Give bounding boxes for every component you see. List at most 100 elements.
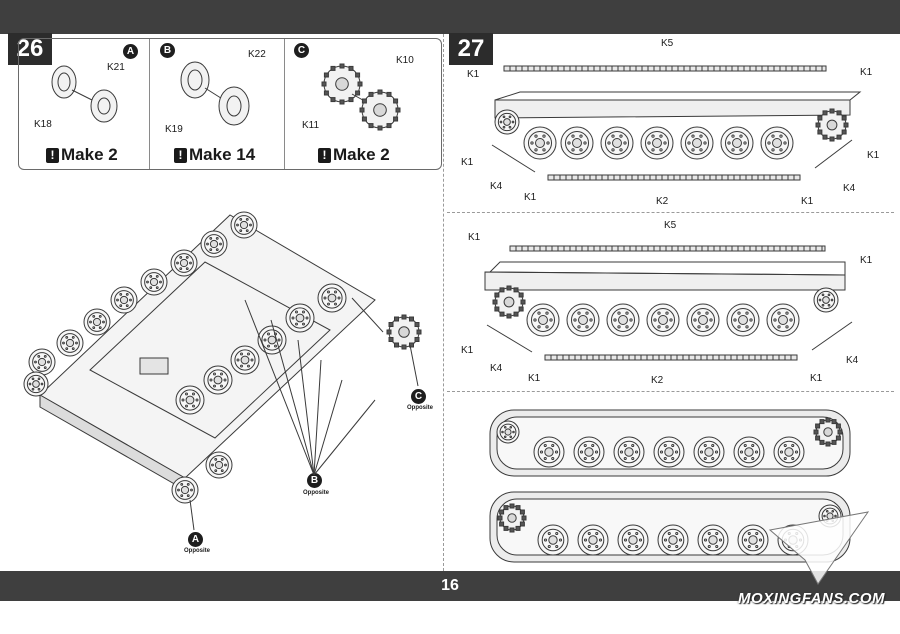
roadwheel-v2-2-bolt [617,325,621,329]
roadwheel-lower-5-bolt [192,392,195,396]
roadwheel-v2-5-bolt [737,325,741,329]
sprocket-v1-tooth [841,129,847,135]
roadwheel-v1-1-bolt [583,141,587,145]
watermark: MOXINGFANS.COM [738,590,886,607]
roadwheel-v2-2-rim [610,307,636,333]
roadwheel-upper-4-bolt [119,304,123,308]
roadwheel-lower-1-bolt [295,322,298,326]
roadwheel-v1-5-bolt [739,134,743,138]
loose-wheel-a-bolt [180,482,184,486]
roadwheel-c2-3-hub [668,535,678,545]
roadwheel-v2-6-bolt [773,318,777,322]
roadwheel-lower-4-bolt [209,378,213,382]
roadwheel-v2-4-bolt [709,318,713,322]
sprocket-k11-tooth [321,81,327,87]
part-label-k5: K5 [661,38,674,49]
part-label-k4: K4 [846,355,859,366]
idler-v1-bolt [502,125,506,129]
sprocket-v1-tooth [836,110,842,116]
roadwheel-c1-0-bolt [554,450,559,454]
leader-line [244,299,315,476]
roadwheel-v1-0-bolt [534,148,538,152]
subassembly-box [18,38,442,170]
roadwheel-v2-0-bolt [537,311,541,315]
roadwheel-v1-5-bolt [727,141,731,145]
part-label-k1: K1 [468,232,481,243]
roadwheel-upper-5-bolt [102,320,105,324]
roadwheel-v1-4-hub [692,138,702,148]
roadwheel-c1-4-rim [697,440,721,464]
leader-line [409,344,419,387]
hull-plate [139,357,169,375]
roadwheel-lower-4-bolt [220,384,223,388]
sprocket-c1-tooth [837,429,843,435]
idler-wheel-left-bolt [40,382,44,386]
sprocket-c2-tooth [515,505,521,511]
roadwheel-lower-3-rim [234,349,256,371]
roadwheel-c2-2-bolt [635,531,639,536]
roadwheel-c1-1-hub [584,447,594,457]
roadwheel-k22-inner [226,95,242,117]
roadwheel-c2-0-bolt [555,531,559,536]
roadwheel-c2-4-bolt [707,531,711,536]
roadwheel-upper-0-bolt [239,229,243,233]
roadwheel-upper-2-bolt [185,255,189,259]
roadwheel-v1-3-bolt [659,148,663,152]
roadwheel-v2-6-bolt [777,325,781,329]
roadwheel-v1-6-bolt [779,134,783,138]
roadwheel-upper-0-bolt [239,217,243,221]
roadwheel-v1-6-bolt [783,141,787,145]
roadwheel-c1-4-bolt [699,450,704,454]
loose-sprocket-c-tooth [414,322,420,327]
watermark-logo-icon [768,511,870,585]
roadwheel-c2-4-bolt [715,531,719,536]
sprocket-v2-tooth [506,285,512,291]
roadwheel-v2-0-rim [530,307,556,333]
make-count-a: !Make 2 [46,145,118,165]
roadwheel-v1-5-rim [724,130,750,156]
step-27-number: 27 [449,33,493,65]
make-count-c: !Make 2 [318,145,390,165]
roadwheel-upper-2-bolt [176,261,179,265]
roadwheel-upper-7-bolt [43,366,47,370]
roadwheel-v1-3-bolt [651,148,655,152]
idler-c1-bolt [503,425,507,429]
roadwheel-v1-1-bolt [579,134,583,138]
roadwheel-c1-5-bolt [751,456,755,461]
roadwheel-c1-0-hub [544,447,554,457]
part-label-k1: K1 [801,196,814,207]
roadwheel-v2-3-rim [650,307,676,333]
roadwheel-lower-2-rim [261,329,283,351]
part-label-k4: K4 [490,181,503,192]
roadwheel-lower-4-bolt [223,378,227,382]
roadwheel-v2-3-bolt [657,311,661,315]
roadwheel-c1-2-bolt [619,450,624,454]
roadwheel-lower-3-bolt [247,352,250,356]
marker-b: B [160,43,175,58]
idler-half-k18-inner [57,72,71,92]
roadwheel-v1-3-hub [652,138,662,148]
roadwheel-lower-1-hub [295,313,305,323]
sprocket-c2-tooth [499,509,505,515]
roadwheel-v2-5-rim [730,307,756,333]
roadwheel-v1-1-hub [572,138,582,148]
roadwheel-c1-2-hub [624,447,634,457]
roadwheel-c2-5-bolt [747,531,751,536]
roadwheel-v2-3-bolt [665,311,669,315]
leader-line [189,499,195,531]
roadwheel-c1-4-hub [704,447,714,457]
part-label-k4: K4 [490,363,503,374]
roadwheel-v1-0-bolt [542,148,546,152]
loose-sprocket-c-tooth [409,316,414,322]
roadwheel-c2-2-bolt [623,538,628,542]
idler-c1-bolt [503,435,507,439]
roadwheel-upper-6-hub [65,338,75,348]
roadwheel-lower-5-bolt [192,404,195,408]
roadwheel-upper-0-bolt [236,223,239,227]
roadwheel-v1-2-bolt [619,148,623,152]
roadwheel-v2-0-bolt [545,325,549,329]
sprocket-k11-tooth [330,97,336,103]
loose-sprocket-c-tooth [401,314,407,320]
roadwheel-c2-0-bolt [547,531,551,536]
roadwheel-c2-3-bolt [675,531,679,536]
